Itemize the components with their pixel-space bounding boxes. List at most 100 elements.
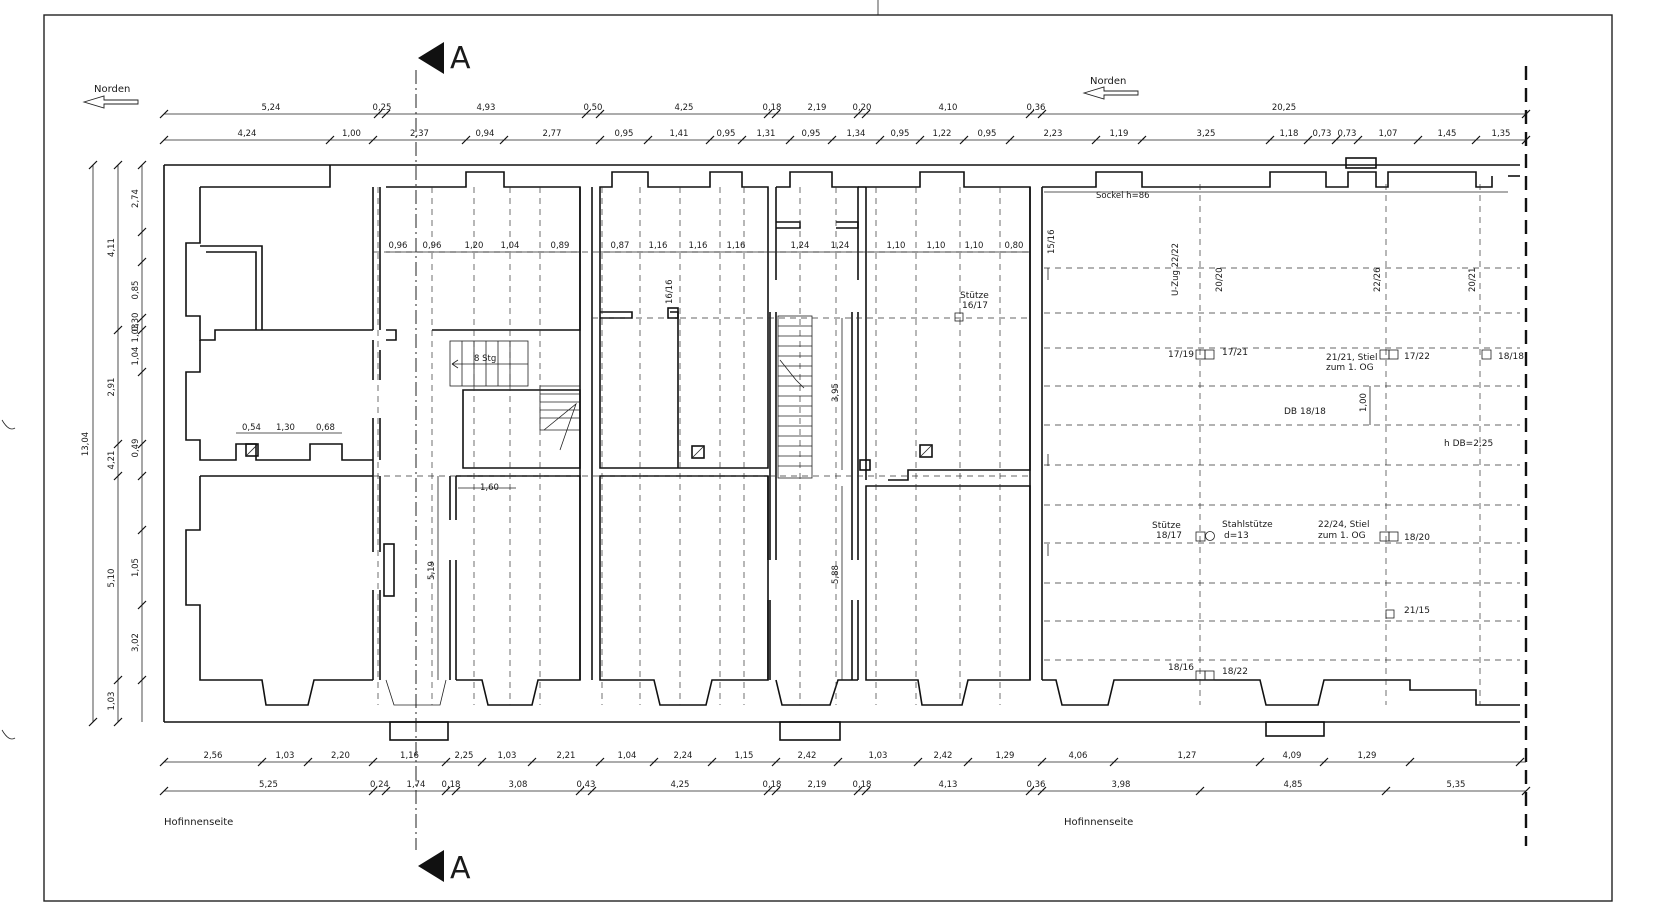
dim-label: 1,16: [727, 241, 746, 251]
dim-label: 2,77: [543, 129, 562, 139]
dim-tick: [1521, 109, 1531, 119]
label-sockel: Sockel h=86: [1096, 191, 1150, 201]
dim-tick: [595, 109, 605, 119]
dim-label: 1,05: [131, 558, 141, 577]
dim-tick: [1521, 135, 1531, 145]
dim-label: 2,20: [331, 751, 350, 761]
dim-label: 2,37: [410, 129, 429, 139]
dim-tick: [581, 109, 591, 119]
dim-tick: [705, 135, 715, 145]
dim-label: 2,74: [131, 189, 141, 208]
dim-label: 4,13: [939, 780, 958, 790]
dim-label: 3,25: [1197, 129, 1216, 139]
column-18-22: [1204, 670, 1215, 681]
dim-588: 5,88: [831, 565, 841, 584]
column-18-17: [1195, 531, 1206, 542]
dim-tick: [527, 757, 537, 767]
dim-tick: [88, 717, 98, 727]
label-courtyard-right: Hofinnenseite: [1064, 817, 1133, 828]
dim-tick: [861, 109, 871, 119]
dim-label: 1,03: [107, 692, 117, 711]
dim-label: 0,85: [131, 281, 141, 300]
dim-tick: [771, 786, 781, 796]
dim-tick: [1037, 786, 1047, 796]
column-17-22: [1388, 349, 1399, 360]
dim-label: 4,10: [939, 103, 958, 113]
section-letter-bottom: A: [450, 851, 471, 886]
north-label-right: Norden: [1090, 76, 1126, 87]
dim-tick: [159, 757, 169, 767]
label-h-db: h DB=2,25: [1444, 439, 1493, 449]
dim-label: 1,07: [1379, 129, 1398, 139]
label-stuetze-18-17-b: 18/17: [1156, 531, 1182, 541]
dim-tick: [827, 135, 837, 145]
dim-label: 0,95: [615, 129, 634, 139]
dim-tick: [1381, 786, 1391, 796]
label-18-22: 18/22: [1222, 667, 1248, 677]
label-20-21: 20/21: [1468, 268, 1478, 293]
dim-tick: [1195, 786, 1205, 796]
label-22-26: 22/26: [1373, 268, 1383, 293]
dim-tick: [1521, 786, 1531, 796]
dim-tick: [113, 675, 123, 685]
label-db-18-18: DB 18/18: [1284, 407, 1326, 417]
dim-tick: [763, 786, 773, 796]
dim-label: 1,29: [996, 751, 1015, 761]
dim-tick: [477, 757, 487, 767]
plan-annotations: Sockel h=86 Stütze 16/17 16/16 15/16 U-Z…: [164, 191, 1524, 828]
dim-tick: [875, 135, 885, 145]
label-21-15: 21/15: [1404, 606, 1430, 616]
dim-label: 4,25: [675, 103, 694, 113]
column-18-18: [1481, 349, 1492, 360]
label-1-00: 1,00: [1359, 393, 1369, 412]
dim-label: 1,24: [791, 241, 810, 251]
dim-tick: [461, 135, 471, 145]
dim-tick: [1037, 109, 1047, 119]
column-17-19: [1195, 349, 1206, 360]
dim-tick: [1405, 757, 1415, 767]
dim-label: 5,10: [107, 569, 117, 588]
dim-tick: [707, 757, 717, 767]
dim-tick: [137, 227, 147, 237]
dim-label: 1,16: [689, 241, 708, 251]
column-22-24: [1379, 531, 1390, 542]
dim-tick: [587, 786, 597, 796]
dim-tick: [441, 786, 451, 796]
column-16-17: [954, 312, 964, 322]
label-17-21: 17/21: [1222, 348, 1248, 358]
label-22-24-b: zum 1. OG: [1318, 531, 1366, 541]
dim-tick: [1515, 757, 1525, 767]
dim-label: 1,10: [927, 241, 946, 251]
dim-tick: [159, 135, 169, 145]
dim-label: 1,03: [498, 751, 517, 761]
dim-label: 0,24: [370, 780, 389, 790]
dim-tick: [1109, 757, 1119, 767]
dim-tick: [381, 786, 391, 796]
label-20-20: 20/20: [1215, 268, 1225, 293]
label-stuetze-16-17-b: 16/17: [962, 301, 988, 311]
dim-tick: [833, 757, 843, 767]
dim-tick: [1025, 109, 1035, 119]
dim-tick: [737, 135, 747, 145]
dim-tick: [368, 786, 378, 796]
dim-label: 2,19: [808, 103, 827, 113]
dim-tick: [159, 109, 169, 119]
dim-label: 20,25: [1272, 103, 1296, 113]
dim-tick: [1471, 135, 1481, 145]
dim-label: 1,31: [757, 129, 776, 139]
dim-label: 2,42: [934, 751, 953, 761]
dim-tick: [771, 757, 781, 767]
dim-tick: [959, 135, 969, 145]
column-17-21: [1204, 349, 1215, 360]
dim-tick: [137, 313, 147, 323]
dim-tick: [853, 786, 863, 796]
dim-tick: [137, 325, 147, 335]
label-stuetze-16-17-a: Stütze: [960, 291, 989, 301]
label-u-zug: U-Zug 22/22: [1171, 243, 1181, 296]
dim-label: 2,19: [808, 780, 827, 790]
dim-label: 4,93: [477, 103, 496, 113]
dim-label: 1,03: [276, 751, 295, 761]
dim-tick: [368, 135, 378, 145]
section-marker-bottom: A: [418, 850, 471, 886]
